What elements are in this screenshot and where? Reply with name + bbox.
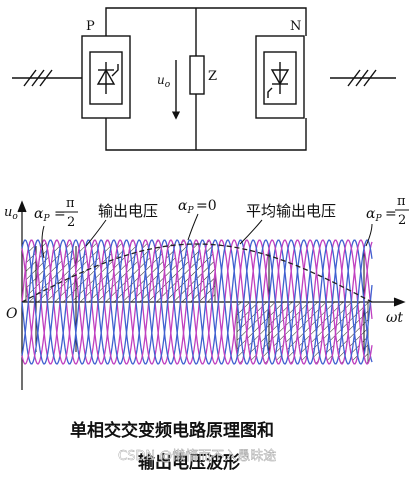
load-z-resistor <box>189 55 205 95</box>
caption-line-2: 输出电压波形 <box>138 452 240 473</box>
alpha-left-label: αP = π 2 <box>34 196 78 230</box>
caption-line-1: 单相交交变频电路原理图和 <box>70 420 274 441</box>
svg-text:αP: αP <box>366 206 382 224</box>
phase-wave <box>21 239 373 365</box>
alpha-right-label: αP = π 2 <box>366 194 409 228</box>
converter-n-label: N <box>290 19 301 34</box>
thyristor-p-symbol <box>96 62 119 94</box>
alpha-zero-label: αP =0 <box>178 198 217 216</box>
svg-text:αP: αP <box>178 198 194 216</box>
circuit-diagram <box>12 7 396 151</box>
converter-p-label: P <box>86 19 95 34</box>
load-z-label: Z <box>208 69 217 84</box>
svg-text:αP: αP <box>34 206 50 224</box>
converter-n-box <box>255 35 305 119</box>
svg-text:=: = <box>385 206 397 222</box>
circuit-wires <box>105 7 307 151</box>
axis-wt-label: ωt <box>386 310 403 326</box>
avg-output-voltage-label: 平均输出电压 <box>246 202 336 220</box>
origin-label: O <box>6 306 18 322</box>
svg-text:π: π <box>66 196 75 211</box>
phase-waves <box>21 239 373 365</box>
converter-n-inner <box>263 51 297 105</box>
svg-text:π: π <box>397 194 406 209</box>
svg-text:=0: =0 <box>196 198 217 214</box>
phase-wave <box>21 239 373 365</box>
left-phase-marks <box>23 69 53 87</box>
axis-uo-label: uo <box>4 205 18 222</box>
average-output-curve <box>21 243 373 303</box>
svg-text:=: = <box>54 206 66 222</box>
converter-p-inner <box>89 51 123 105</box>
label-leader-lines <box>41 213 373 259</box>
svg-text:2: 2 <box>67 215 75 230</box>
output-voltage-label: 输出电压 <box>98 202 158 220</box>
svg-text:2: 2 <box>398 213 406 228</box>
phase-wave <box>21 239 373 365</box>
right-phase-marks <box>347 69 377 87</box>
phase-wave <box>21 239 373 365</box>
converter-p-box <box>81 35 131 119</box>
thyristor-n-symbol <box>267 62 290 98</box>
uo-circuit-label: uo <box>157 73 171 90</box>
watermark: CSDN @懒惰而不入愚昧途 <box>118 448 276 464</box>
